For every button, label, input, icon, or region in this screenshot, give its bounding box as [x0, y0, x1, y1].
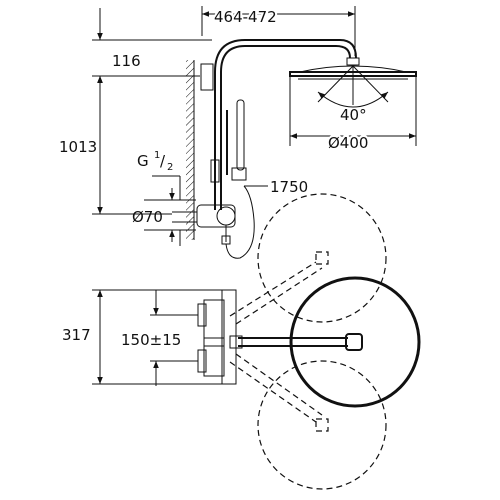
side-elevation: 40°: [172, 39, 417, 259]
svg-text:/: /: [160, 152, 166, 170]
thread-callout: G 1 / 2: [137, 150, 181, 246]
arm-bend-inner: [220, 45, 351, 73]
top-offset-label: 116: [112, 52, 141, 70]
head-connector: [345, 333, 363, 351]
spacing-label: 150±15: [121, 331, 181, 349]
head-position-upper: [257, 193, 387, 323]
column-plan: [221, 289, 237, 385]
arm-length-label: 464-472: [214, 8, 277, 26]
depth-label: 317: [62, 326, 91, 344]
dim-depth: 317: [62, 289, 222, 385]
head-position-lower: [257, 360, 387, 490]
hand-shower: [236, 99, 245, 171]
dim-arm-length: 464-472: [201, 6, 356, 56]
plan-view: [197, 193, 421, 490]
head-diameter-label: Ø400: [328, 134, 368, 152]
thread-den-label: 2: [167, 162, 173, 173]
hose: [225, 185, 255, 259]
head-position-main: [289, 276, 421, 408]
wall-bracket-mid: [210, 159, 220, 183]
tilt-angle-label: 40°: [340, 106, 367, 124]
dim-hose: 1750: [246, 178, 308, 196]
thread-num-label: 1: [154, 150, 160, 161]
slide-holder: [231, 167, 247, 181]
dim-height: 1013: [59, 76, 172, 215]
wall-hatch: [186, 60, 194, 240]
hose-length-label: 1750: [270, 178, 308, 196]
dim-spacing: 150±15: [119, 290, 198, 386]
dim-head-diameter: Ø400: [289, 76, 417, 154]
arm-bend: [214, 39, 357, 73]
tilt-arc: [317, 91, 389, 108]
mixer-knob: [216, 206, 236, 226]
height-label: 1013: [59, 138, 97, 156]
thread-prefix-label: G: [137, 152, 149, 170]
dim-rosette: Ø70: [132, 188, 196, 242]
wall-bracket-top: [200, 63, 214, 91]
rosette-label: Ø70: [132, 208, 163, 226]
